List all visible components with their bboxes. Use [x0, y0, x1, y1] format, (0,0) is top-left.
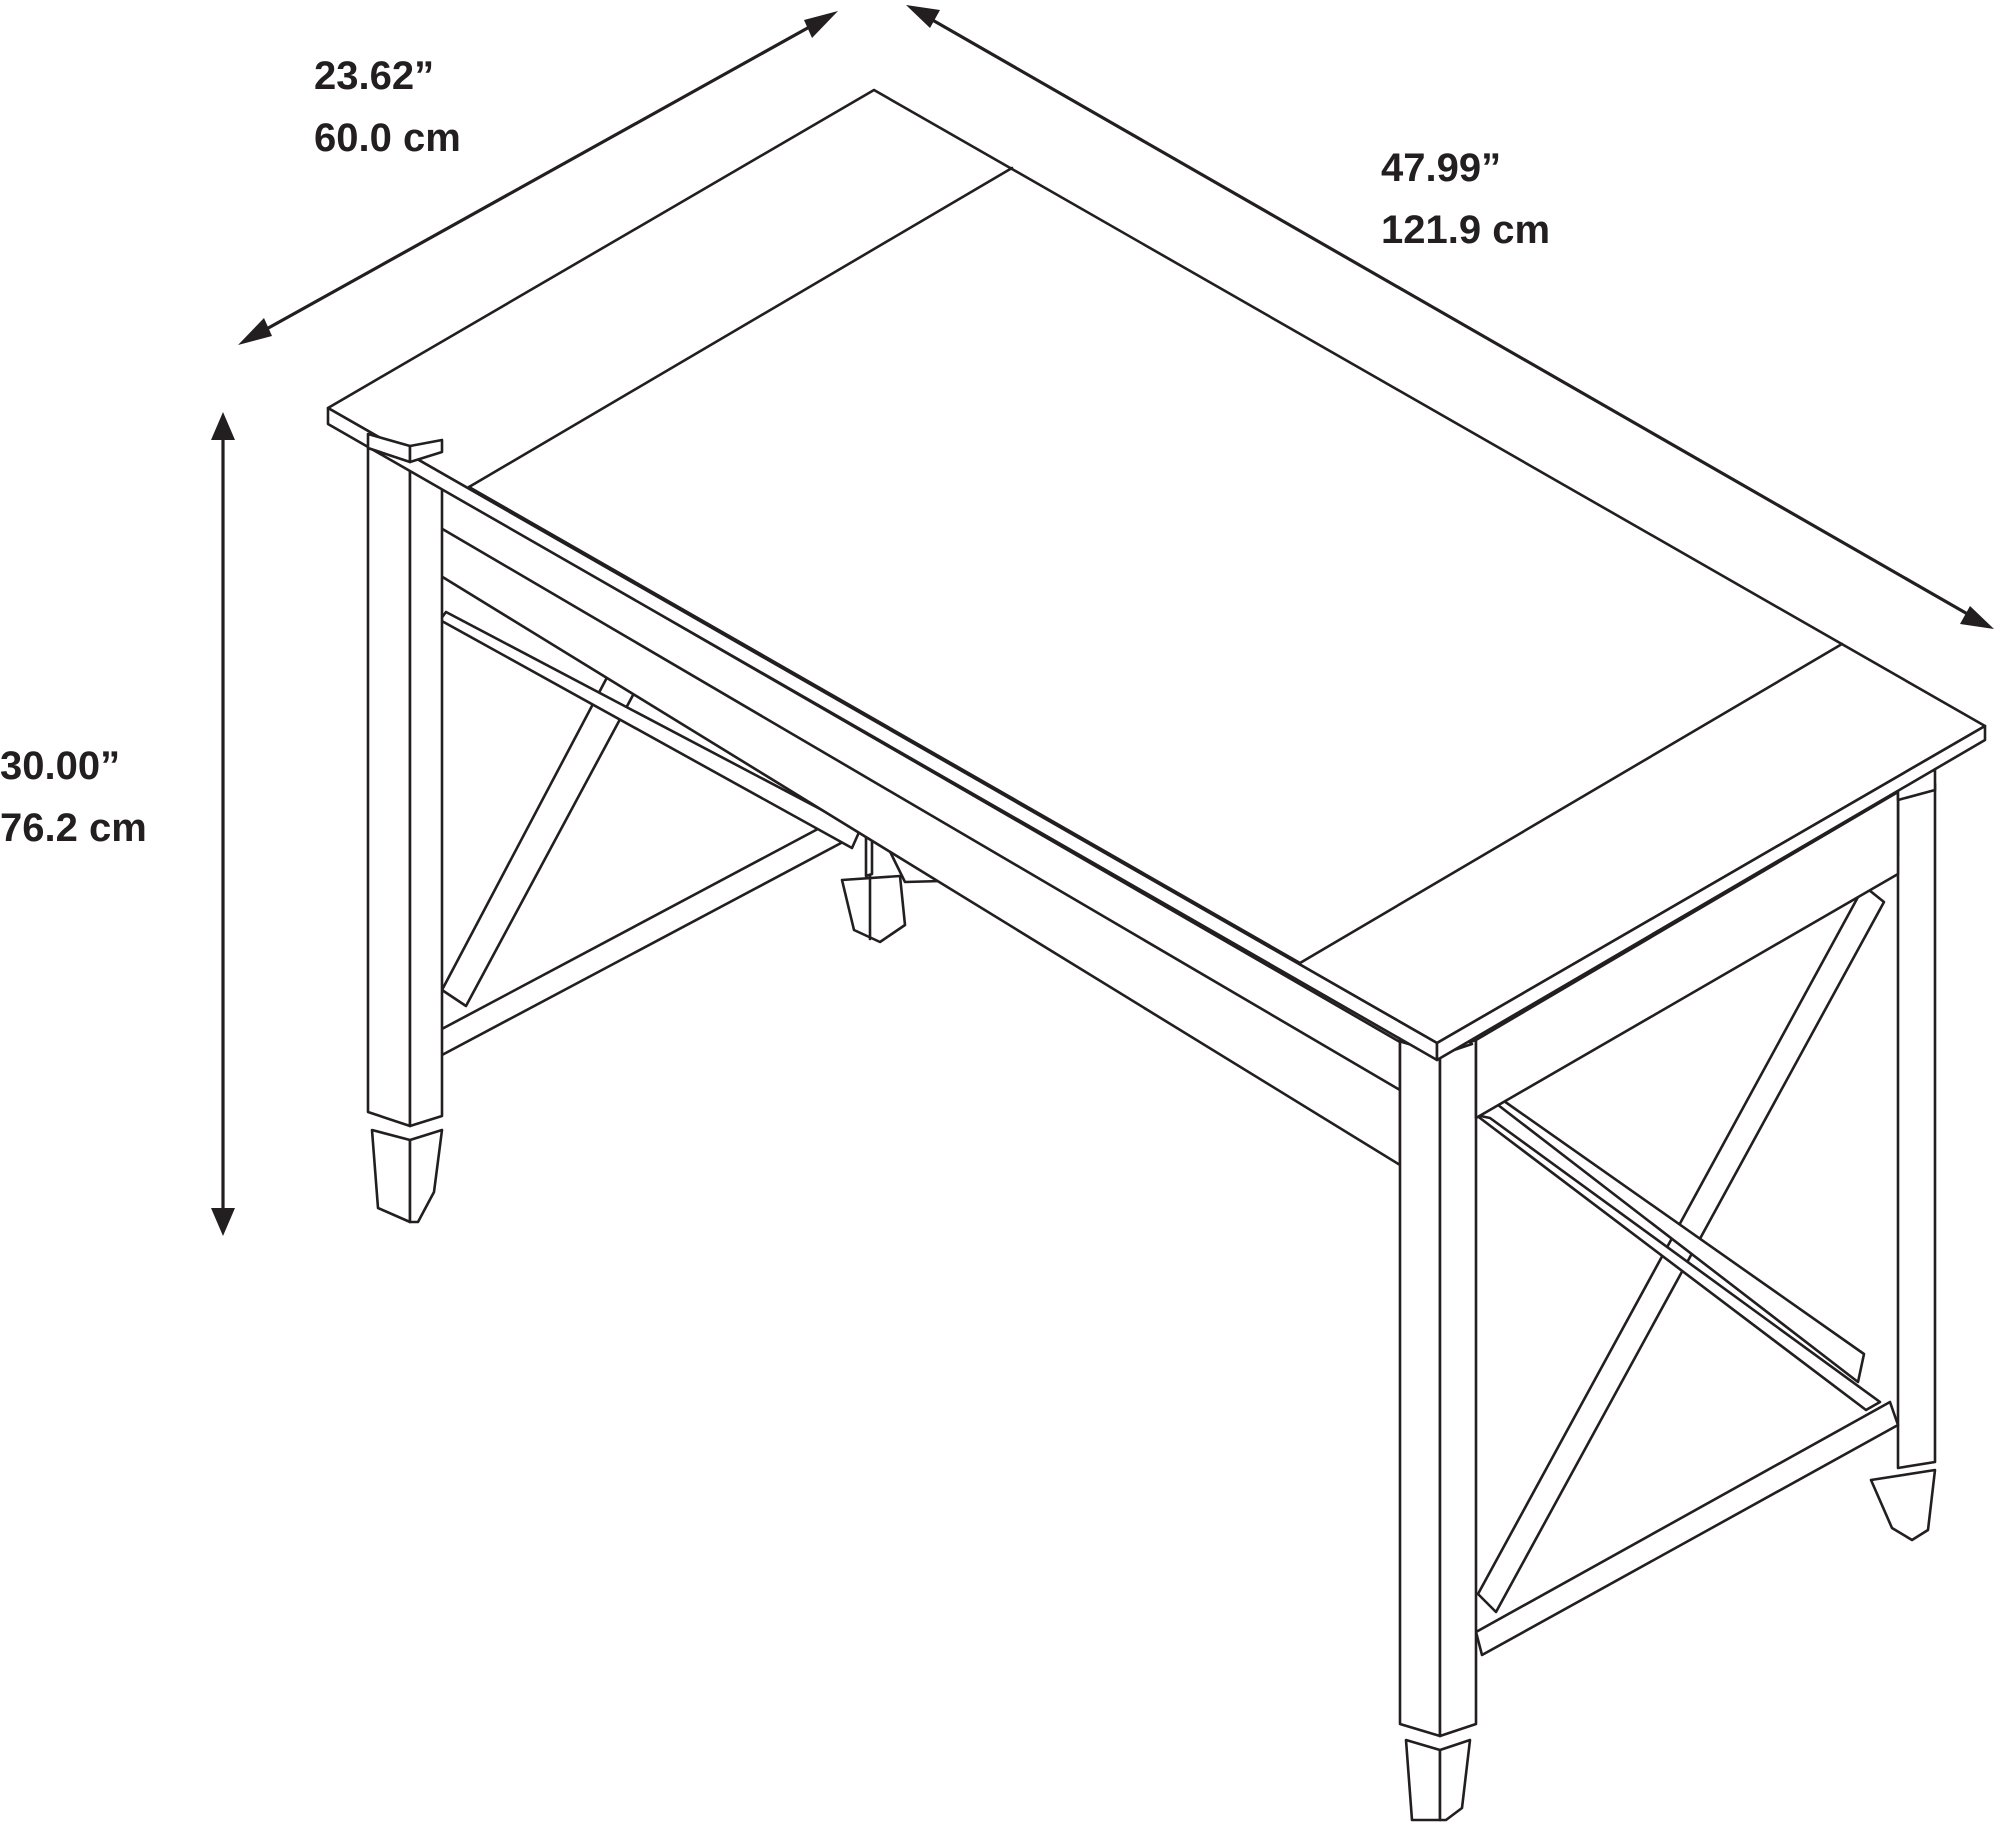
- width-inches: 47.99”: [1381, 146, 1502, 190]
- height-cm: 76.2 cm: [0, 806, 147, 850]
- front-right-leg: [1398, 1034, 1478, 1822]
- front-left-leg: [366, 446, 444, 1224]
- depth-dimension-label: 23.62” 60.0 cm: [314, 45, 461, 169]
- depth-cm: 60.0 cm: [314, 116, 461, 160]
- depth-inches: 23.62”: [314, 54, 435, 98]
- back-right-leg: [1869, 782, 1937, 1542]
- depth-dimension-arrow: [238, 11, 838, 345]
- height-dimension-arrow: [211, 412, 235, 1236]
- right-side-x-frame: [1474, 884, 1900, 1657]
- table-top: [326, 88, 1987, 1062]
- height-inches: 30.00”: [0, 744, 121, 788]
- width-dimension-label: 47.99” 121.9 cm: [1381, 137, 1550, 261]
- width-cm: 121.9 cm: [1381, 208, 1551, 252]
- height-dimension-label: 30.00” 76.2 cm: [0, 735, 147, 859]
- width-dimension-arrow: [906, 5, 1994, 629]
